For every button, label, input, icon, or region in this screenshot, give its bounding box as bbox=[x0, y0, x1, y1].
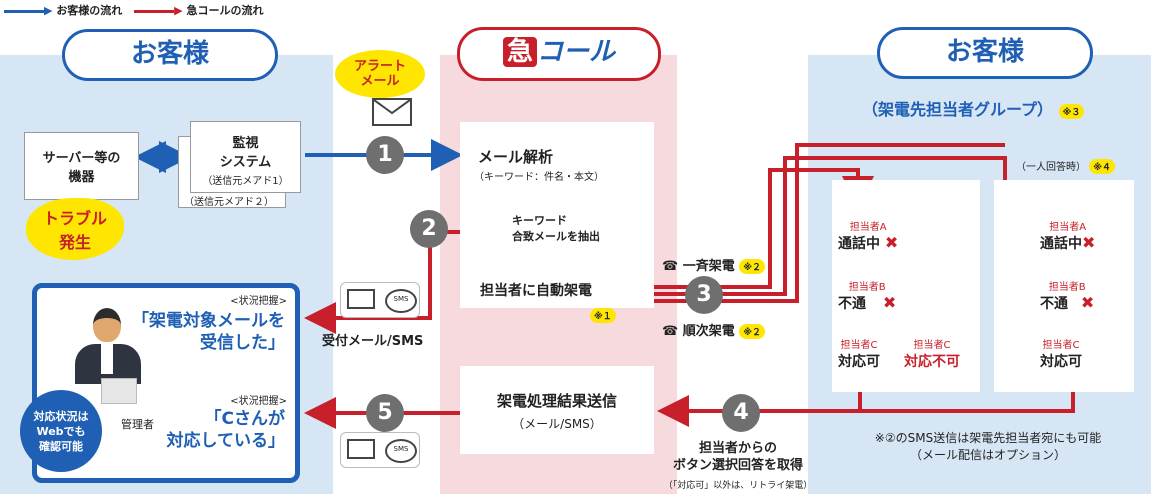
step-2: 2 bbox=[410, 210, 448, 248]
mail-sms-icon-1: SMS bbox=[340, 282, 420, 318]
sender2-label: （送信元メアド２） bbox=[184, 197, 274, 208]
legend: ▶ お客様の流れ ▶ 急コールの流れ bbox=[4, 2, 263, 18]
sequential-call: ☎ 順次架電 ※２ bbox=[662, 320, 766, 339]
step-3: 3 bbox=[685, 276, 723, 314]
trouble-burst: トラブル 発生 bbox=[26, 198, 124, 260]
web-check-circle: 対応状況は Webでも 確認可能 bbox=[20, 390, 102, 472]
button-answer-label: 担当者からの ボタン選択回答を取得 bbox=[672, 441, 803, 473]
status-tag-2: <状況把握> bbox=[230, 396, 287, 407]
left-customer-title: お客様 bbox=[62, 29, 278, 81]
keyword-hint: （キーワード：件名・本文） bbox=[474, 172, 604, 183]
receipt-label: 受付メール/SMS bbox=[322, 334, 424, 349]
server-box: サーバー等の 機器 bbox=[24, 132, 139, 200]
step-4: 4 bbox=[722, 394, 760, 432]
phone-icon: ☎ bbox=[662, 324, 679, 339]
single-answer-label: （一人回答時） ※４ bbox=[1016, 158, 1115, 174]
right-customer-title: お客様 bbox=[877, 27, 1093, 79]
note1-badge: ※１ bbox=[590, 308, 616, 323]
laptop bbox=[101, 378, 137, 404]
monitor-label: 監視 システム bbox=[219, 136, 272, 170]
status-text-2: 「Cさんが 対応している」 bbox=[166, 409, 286, 451]
note3-badge: ※３ bbox=[1058, 104, 1085, 119]
logo-call: コール bbox=[537, 37, 616, 67]
sender1-label: （送信元メアド1） bbox=[202, 176, 289, 187]
retry-note: （「対応可」以外は、リトライ架電） bbox=[663, 481, 813, 491]
simultaneous-group-box bbox=[994, 180, 1134, 392]
extract-label: キーワード 合致メールを抽出 bbox=[512, 214, 600, 243]
auto-call-label: 担当者に自動架電 bbox=[480, 283, 592, 299]
result-title: 架電処理結果送信 bbox=[496, 392, 617, 410]
result-sub: （メール/SMS） bbox=[512, 417, 602, 431]
mail-icon bbox=[372, 98, 412, 126]
result-box: 架電処理結果送信 （メール/SMS） bbox=[460, 366, 654, 454]
right-subtitle: （架電先担当者グループ） ※３ bbox=[862, 96, 1085, 120]
sms-bubble-1: SMS bbox=[385, 289, 417, 313]
legend-kyucall-flow: 急コールの流れ bbox=[186, 4, 264, 17]
legend-customer-flow: お客様の流れ bbox=[56, 4, 123, 17]
status-text-1: 「架電対象メールを 受信した」 bbox=[132, 311, 285, 353]
mail-analysis-box: メール解析 （キーワード：件名・本文） キーワード 合致メールを抽出 担当者に自… bbox=[460, 122, 654, 308]
monitor-box: 監視 システム （送信元メアド1） bbox=[190, 121, 301, 193]
status-tag-1: <状況把握> bbox=[230, 296, 287, 307]
step-5: 5 bbox=[366, 394, 404, 432]
footnote: ※②のSMS送信は架電先担当者宛にも可能 （メール配信はオプション） bbox=[874, 431, 1102, 462]
step-1: 1 bbox=[366, 136, 404, 174]
manager-avatar bbox=[73, 308, 143, 388]
sequential-group-box bbox=[832, 180, 980, 392]
alert-mail-burst: アラート メール bbox=[335, 50, 425, 98]
manager-label: 管理者 bbox=[121, 418, 154, 431]
phone-icon: ☎ bbox=[662, 259, 679, 274]
mail-analysis-title: メール解析 bbox=[478, 148, 554, 166]
sms-bubble-2: SMS bbox=[385, 439, 417, 463]
kyucall-logo: 急コール bbox=[457, 27, 661, 81]
simultaneous-call: ☎ 一斉架電 ※２ bbox=[662, 255, 766, 274]
logo-kyu: 急 bbox=[502, 37, 537, 67]
mail-sms-icon-2: SMS bbox=[340, 432, 420, 468]
